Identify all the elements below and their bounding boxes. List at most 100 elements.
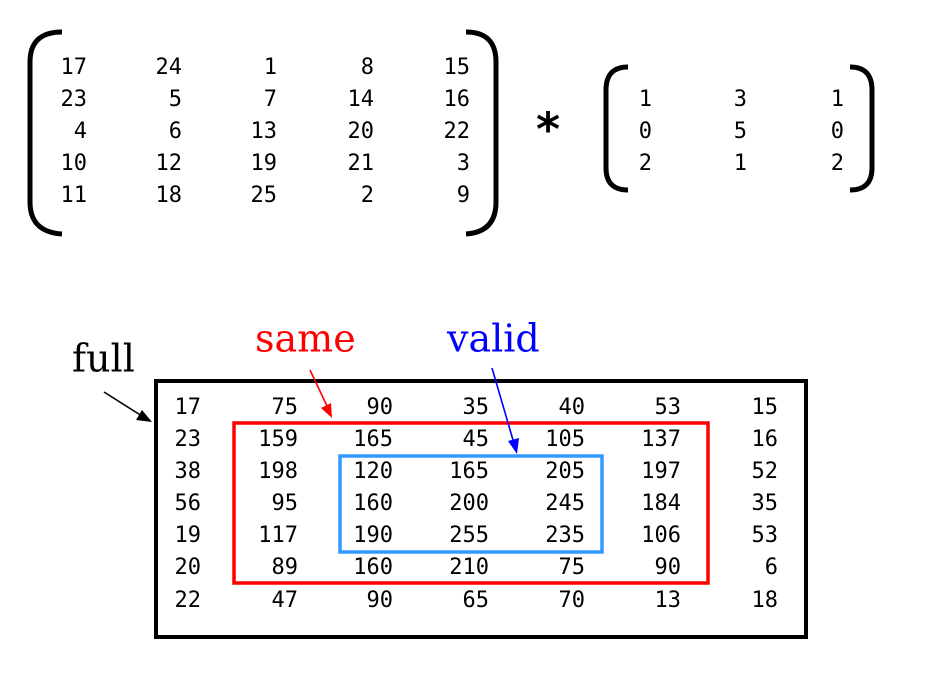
same-region-box xyxy=(232,421,710,585)
result-cell-r6-c1: 20 xyxy=(175,555,202,580)
matrix-a-right-bracket xyxy=(465,29,499,237)
matrix-a-cell-r4-c3: 19 xyxy=(251,151,278,176)
result-cell-r7-c5: 70 xyxy=(559,588,586,613)
result-cell-r1-c4: 35 xyxy=(463,395,490,420)
result-cell-r3-c2: 198 xyxy=(258,459,298,484)
valid-label: valid xyxy=(446,317,540,361)
matrix-b-cell-r2-c1: 0 xyxy=(639,119,652,144)
result-cell-r6-c7: 6 xyxy=(765,555,778,580)
result-cell-r7-c2: 47 xyxy=(272,588,299,613)
result-cell-r7-c4: 65 xyxy=(463,588,490,613)
result-cell-r7-c7: 18 xyxy=(752,588,779,613)
valid-region-box xyxy=(338,454,604,554)
matrix-a-cell-r4-c5: 3 xyxy=(457,151,470,176)
matrix-a-cell-r1-c4: 8 xyxy=(361,55,374,80)
matrix-a-cell-r2-c2: 5 xyxy=(169,87,182,112)
result-cell-r4-c4: 200 xyxy=(449,491,489,516)
result-cell-r5-c3: 190 xyxy=(353,523,393,548)
result-cell-r5-c7: 53 xyxy=(752,523,779,548)
matrix-b-cell-r1-c3: 1 xyxy=(831,87,844,112)
matrix-b-cell-r3-c3: 2 xyxy=(831,151,844,176)
result-cell-r1-c5: 40 xyxy=(559,395,586,420)
matrix-a-cell-r4-c2: 12 xyxy=(156,151,183,176)
matrix-a-cell-r2-c3: 7 xyxy=(264,87,277,112)
result-cell-r6-c2: 89 xyxy=(272,555,299,580)
matrix-a-cell-r2-c1: 23 xyxy=(61,87,88,112)
result-cell-r5-c6: 106 xyxy=(641,523,681,548)
result-cell-r4-c2: 95 xyxy=(272,491,299,516)
result-cell-r2-c2: 159 xyxy=(258,427,298,452)
matrix-b-left-bracket xyxy=(603,64,629,193)
matrix-a-left-bracket xyxy=(27,29,63,237)
matrix-b-cell-r1-c1: 1 xyxy=(639,87,652,112)
result-cell-r2-c6: 137 xyxy=(641,427,681,452)
result-cell-r6-c4: 210 xyxy=(449,555,489,580)
matrix-b-cell-r2-c3: 0 xyxy=(831,119,844,144)
result-cell-r4-c7: 35 xyxy=(752,491,779,516)
result-cell-r4-c5: 245 xyxy=(545,491,585,516)
matrix-a-cell-r1-c5: 15 xyxy=(444,55,471,80)
matrix-a-cell-r5-c5: 9 xyxy=(457,183,470,208)
same-arrow xyxy=(309,369,332,418)
matrix-a-cell-r3-c5: 22 xyxy=(444,119,471,144)
result-cell-r4-c3: 160 xyxy=(353,491,393,516)
matrix-a-cell-r1-c3: 1 xyxy=(264,55,277,80)
same-label: same xyxy=(255,317,356,361)
matrix-a-cell-r2-c5: 16 xyxy=(444,87,471,112)
result-cell-r4-c6: 184 xyxy=(641,491,681,516)
matrix-a-cell-r2-c4: 14 xyxy=(348,87,375,112)
result-cell-r5-c1: 19 xyxy=(175,523,202,548)
result-cell-r2-c5: 105 xyxy=(545,427,585,452)
full-arrow xyxy=(103,391,152,422)
result-cell-r1-c6: 53 xyxy=(655,395,682,420)
matrix-a-cell-r3-c3: 13 xyxy=(251,119,278,144)
matrix-b-cell-r3-c1: 2 xyxy=(639,151,652,176)
matrix-a-cell-r1-c2: 24 xyxy=(156,55,183,80)
matrix-a-cell-r4-c4: 21 xyxy=(348,151,375,176)
result-cell-r2-c3: 165 xyxy=(353,427,393,452)
matrix-b-cell-r2-c2: 5 xyxy=(734,119,747,144)
result-cell-r7-c6: 13 xyxy=(655,588,682,613)
matrix-b-right-bracket xyxy=(849,64,875,193)
result-cell-r7-c3: 90 xyxy=(367,588,394,613)
result-cell-r6-c3: 160 xyxy=(353,555,393,580)
result-cell-r3-c4: 165 xyxy=(449,459,489,484)
matrix-a-cell-r5-c3: 25 xyxy=(251,183,278,208)
matrix-b-cell-r3-c2: 1 xyxy=(734,151,747,176)
matrix-a-cell-r5-c4: 2 xyxy=(361,183,374,208)
result-cell-r1-c3: 90 xyxy=(367,395,394,420)
result-cell-r4-c1: 56 xyxy=(175,491,202,516)
matrix-a-cell-r5-c2: 18 xyxy=(156,183,183,208)
result-cell-r1-c2: 75 xyxy=(272,395,299,420)
convolution-operator: * xyxy=(536,103,560,157)
matrix-b-cell-r1-c2: 3 xyxy=(734,87,747,112)
result-cell-r3-c6: 197 xyxy=(641,459,681,484)
result-cell-r2-c4: 45 xyxy=(463,427,490,452)
result-cell-r7-c1: 22 xyxy=(175,588,202,613)
result-cell-r3-c7: 52 xyxy=(752,459,779,484)
full-region-box xyxy=(154,379,808,639)
result-cell-r1-c1: 17 xyxy=(175,395,202,420)
result-cell-r2-c1: 23 xyxy=(175,427,202,452)
result-cell-r3-c1: 38 xyxy=(175,459,202,484)
result-cell-r6-c5: 75 xyxy=(559,555,586,580)
result-cell-r3-c5: 205 xyxy=(545,459,585,484)
full-label: full xyxy=(72,337,135,381)
result-cell-r5-c2: 117 xyxy=(258,523,298,548)
matrix-a-cell-r4-c1: 10 xyxy=(61,151,88,176)
result-cell-r5-c5: 235 xyxy=(545,523,585,548)
matrix-a-cell-r3-c2: 6 xyxy=(169,119,182,144)
matrix-a-cell-r5-c1: 11 xyxy=(61,183,88,208)
valid-arrow xyxy=(491,367,519,454)
matrix-a-cell-r3-c1: 4 xyxy=(74,119,87,144)
result-cell-r1-c7: 15 xyxy=(752,395,779,420)
matrix-a-cell-r1-c1: 17 xyxy=(61,55,88,80)
result-cell-r2-c7: 16 xyxy=(752,427,779,452)
result-cell-r6-c6: 90 xyxy=(655,555,682,580)
matrix-a-cell-r3-c4: 20 xyxy=(348,119,375,144)
result-cell-r5-c4: 255 xyxy=(449,523,489,548)
